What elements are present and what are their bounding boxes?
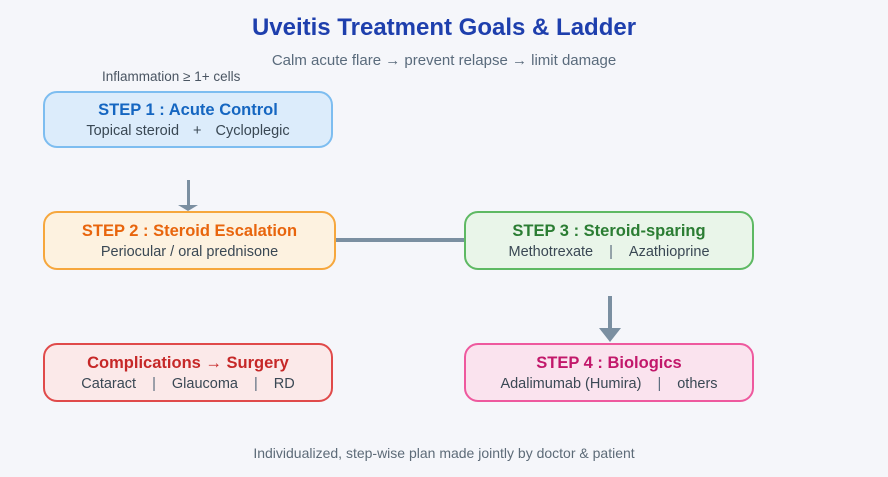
complications-item-cataract: Cataract	[81, 375, 137, 392]
step1-acute-control-box: STEP 1 : Acute Control Topical steroid + C…	[43, 91, 333, 148]
inflammation-label: Inflammation ≥ 1+ cells	[102, 69, 241, 84]
footer-caption: Individualized, step-wise plan made join…	[253, 445, 635, 461]
step3-item-methotrexate: Methotrexate	[508, 243, 594, 260]
arrow-step3-to-step4-line	[608, 296, 612, 329]
subtitle: Calm acute flare → prevent relapse → lim…	[271, 52, 617, 69]
step3-steroid-sparing-box: STEP 3 : Steroid-sparing Methotrexate | Az…	[464, 211, 754, 270]
step3-body: Methotrexate | Azathioprine	[508, 244, 709, 260]
step1-item-cycloplegic: Cycloplegic	[215, 122, 290, 139]
step4-item-adalimumab: Adalimumab (Humira)	[500, 375, 642, 392]
step3-item-azathioprine: Azathioprine	[628, 243, 710, 260]
complications-item-glaucoma: Glaucoma	[171, 375, 238, 392]
plus-separator: +	[193, 122, 202, 139]
pipe-separator: |	[253, 375, 258, 392]
complications-item-rd: RD	[273, 375, 295, 392]
connector-step2-to-step3	[336, 238, 464, 242]
step2-body: Periocular / oral prednisone	[100, 243, 279, 260]
step3-title: STEP 3 : Steroid-sparing	[512, 221, 706, 240]
step2-steroid-escalation-box: STEP 2 : Steroid Escalation Periocular /…	[43, 211, 336, 270]
arrow-step3-to-step4-head-icon	[599, 328, 621, 342]
complications-title: Complications → Surgery	[87, 353, 289, 372]
pipe-separator: |	[657, 375, 662, 392]
step4-body: Adalimumab (Humira) | others	[500, 376, 717, 392]
pipe-separator: |	[609, 243, 613, 260]
pipe-separator: |	[152, 375, 156, 392]
complications-surgery-box: Complications → Surgery Cataract | Glaucom…	[43, 343, 333, 402]
complications-body: Cataract | Glaucoma | RD	[81, 376, 294, 392]
step4-biologics-box: STEP 4 : Biologics Adalimumab (Humira) | o…	[464, 343, 754, 402]
step1-item-topical-steroid: Topical steroid	[86, 122, 180, 139]
arrow-step1-to-step2-head-icon	[178, 205, 198, 211]
step4-title: STEP 4 : Biologics	[536, 353, 682, 372]
step2-title: STEP 2 : Steroid Escalation	[81, 221, 298, 240]
step4-item-others: others	[677, 375, 718, 392]
page-title: Uveitis Treatment Goals & Ladder	[251, 14, 637, 41]
arrow-step1-to-step2-line	[187, 180, 190, 206]
step1-body: Topical steroid + Cycloplegic	[86, 123, 289, 139]
step1-title: STEP 1 : Acute Control	[98, 100, 278, 119]
